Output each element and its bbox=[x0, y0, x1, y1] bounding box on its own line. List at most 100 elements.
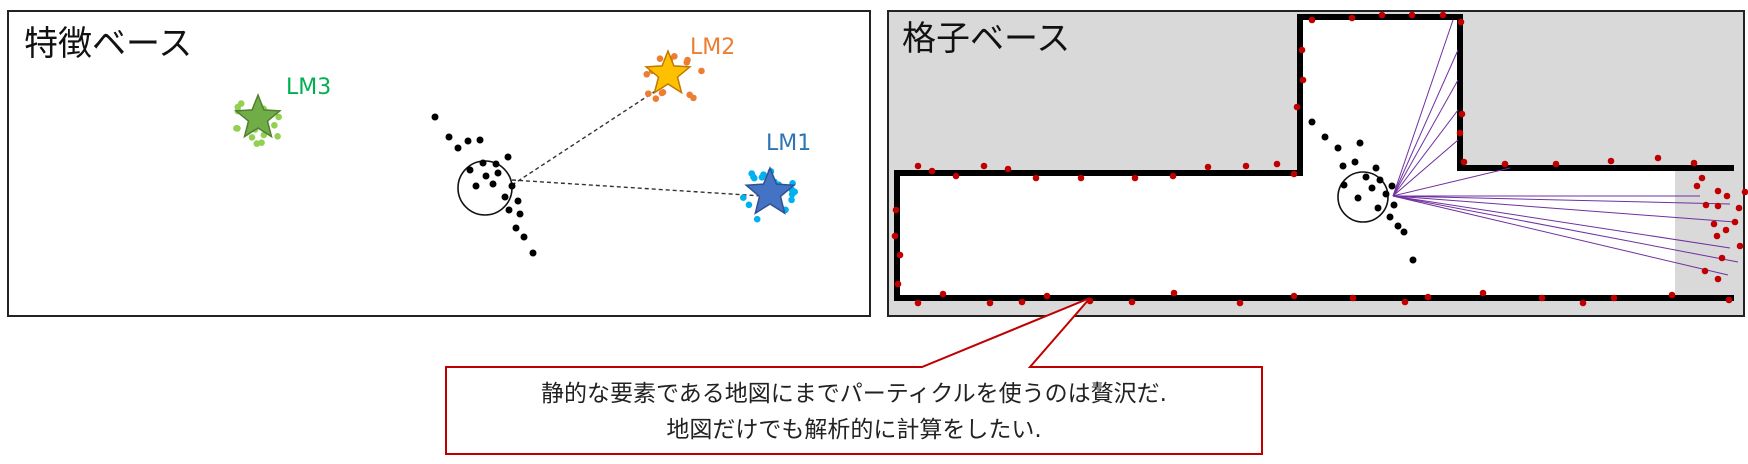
lm2-particle bbox=[656, 55, 664, 62]
lm3-particle bbox=[234, 125, 241, 132]
particle-dot bbox=[479, 159, 487, 167]
callout-box bbox=[445, 297, 1263, 455]
particle-dot bbox=[454, 144, 462, 152]
lm2-star-icon bbox=[644, 48, 692, 95]
map-particle-dot bbox=[1714, 202, 1722, 210]
particle-dot bbox=[472, 182, 480, 190]
map-particle-dot bbox=[952, 172, 960, 180]
map-particle-dot bbox=[1293, 103, 1301, 111]
map-particles bbox=[891, 11, 1748, 307]
lm2-particle bbox=[698, 67, 705, 75]
particle-dot bbox=[529, 249, 537, 257]
map-particle-dot bbox=[1722, 226, 1730, 234]
map-particle-dot bbox=[1714, 275, 1722, 283]
map-particle-dot bbox=[894, 280, 902, 288]
map-particle-dot bbox=[1308, 16, 1316, 24]
particle-dot bbox=[464, 137, 472, 145]
lm1-particle bbox=[745, 201, 753, 209]
particle-dot bbox=[1368, 184, 1376, 192]
particle-dot bbox=[504, 153, 512, 161]
map-particle-dot bbox=[1741, 188, 1748, 196]
map-particle-dot bbox=[1439, 11, 1447, 19]
map-particle-dot bbox=[1731, 218, 1739, 226]
map-particle-dot bbox=[1004, 165, 1012, 173]
map-particle-dot bbox=[986, 299, 994, 307]
map-particle-dot bbox=[1458, 110, 1466, 118]
particle-dot bbox=[1340, 181, 1348, 189]
map-particle-dot bbox=[1456, 129, 1464, 137]
laser-beam bbox=[1392, 139, 1459, 197]
map-particle-dot bbox=[1668, 291, 1676, 299]
map-particle-dot bbox=[1401, 298, 1409, 306]
particle-dot bbox=[492, 160, 500, 168]
particle-dot bbox=[1388, 182, 1396, 190]
map-particle-dot bbox=[1736, 242, 1744, 250]
lm3-label: LM3 bbox=[286, 75, 331, 100]
particle-dot bbox=[508, 182, 516, 190]
particle-dot bbox=[431, 113, 439, 121]
particle-dot bbox=[505, 206, 513, 214]
lm2-particle bbox=[659, 88, 667, 96]
robot-particles bbox=[431, 113, 537, 257]
map-particle-dot bbox=[1654, 154, 1662, 162]
map-particle-dot bbox=[896, 251, 904, 259]
particle-dot bbox=[1400, 228, 1408, 236]
map-particle-dot bbox=[914, 162, 922, 170]
particle-dot bbox=[1386, 213, 1394, 221]
map-particle-dot bbox=[1538, 294, 1546, 302]
map-particle-dot bbox=[1018, 298, 1026, 306]
map-particle-dot bbox=[1552, 160, 1560, 168]
map-particle-dot bbox=[1479, 289, 1487, 297]
laser-beam bbox=[1392, 195, 1736, 223]
map-particle-dot bbox=[891, 232, 899, 240]
map-walls bbox=[894, 14, 1734, 301]
laser-beam bbox=[1392, 195, 1731, 205]
map-particle-dot bbox=[1718, 254, 1726, 262]
map-particle-dot bbox=[1460, 158, 1468, 166]
lm3-particle bbox=[253, 140, 261, 147]
particle-dot bbox=[514, 197, 522, 205]
feature-panel bbox=[7, 10, 871, 317]
map-particle-dot bbox=[1698, 174, 1706, 182]
particle-dot bbox=[520, 233, 528, 241]
lm1-label: LM1 bbox=[766, 131, 811, 156]
callout-line-1: 静的な要素である地図にまでパーティクルを使うのは贅沢だ. bbox=[541, 381, 1167, 407]
particle-dot bbox=[1356, 139, 1364, 147]
map-particle-dot bbox=[1169, 172, 1177, 180]
lm1-particle bbox=[750, 174, 758, 182]
map-particle-dot bbox=[928, 167, 936, 175]
map-particle-dot bbox=[1713, 232, 1721, 240]
particle-dot bbox=[1308, 118, 1316, 126]
lm3-particle bbox=[271, 121, 278, 129]
particle-dot bbox=[445, 133, 453, 141]
lm1-particle bbox=[791, 188, 799, 196]
map-particle-dot bbox=[1349, 294, 1357, 302]
particle-dot bbox=[482, 172, 490, 180]
map-particle-dot bbox=[939, 290, 947, 298]
map-particle-dot bbox=[1702, 201, 1710, 209]
map-particle-dot bbox=[1457, 18, 1465, 26]
lm1-particle bbox=[740, 194, 747, 201]
particle-dot bbox=[489, 180, 497, 188]
particle-dot bbox=[512, 224, 520, 232]
lm1-particle bbox=[788, 196, 795, 204]
map-particle-dot bbox=[1735, 204, 1743, 212]
map-particle-dot bbox=[1725, 296, 1733, 304]
map-particle-dot bbox=[1701, 267, 1709, 275]
lm3-star-icon bbox=[234, 92, 282, 139]
map-particle-dot bbox=[1128, 298, 1136, 306]
map-particle-dot bbox=[1690, 159, 1698, 167]
particle-dot bbox=[466, 166, 474, 174]
lm2-particle bbox=[643, 71, 651, 78]
map-particle-dot bbox=[1610, 294, 1618, 302]
lm3-particle bbox=[274, 132, 281, 140]
robot-pose-circle-grid bbox=[1337, 171, 1389, 223]
particle-dot bbox=[1382, 190, 1390, 198]
lm2-particle bbox=[652, 95, 660, 102]
lm2-particle bbox=[686, 91, 693, 99]
map-particle-dot bbox=[1408, 11, 1416, 19]
lm3-particle bbox=[248, 134, 256, 141]
particle-dot bbox=[501, 193, 509, 201]
grid-panel-title: 格子ベース bbox=[902, 19, 1070, 59]
laser-beam bbox=[1392, 195, 1739, 263]
